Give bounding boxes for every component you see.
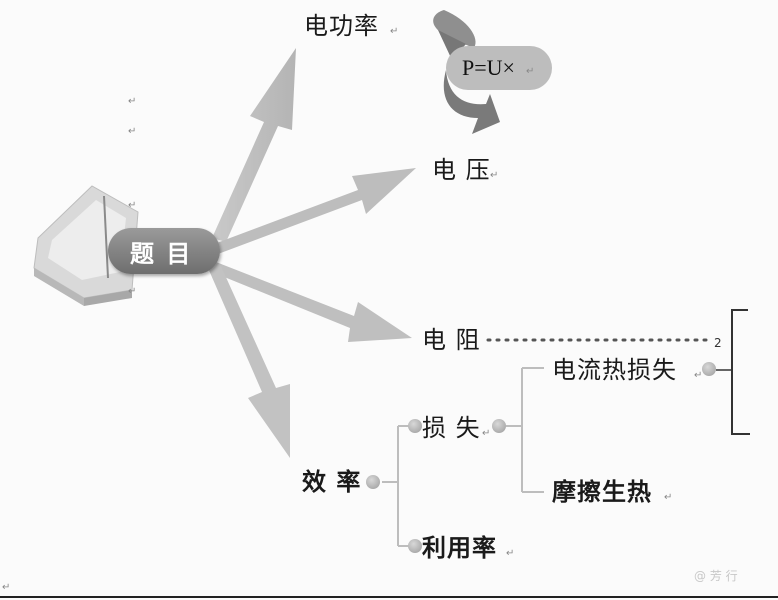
paragraph-mark: ↵ — [390, 26, 399, 37]
node-loss: 损 失 — [422, 414, 481, 442]
node-friction-heat: 摩擦生热 — [552, 478, 652, 506]
paragraph-mark: ↵ — [506, 548, 515, 559]
formula-label: P=U× — [462, 55, 515, 80]
node-utilization: 利用率 — [422, 534, 497, 562]
node-resistance: 电 阻 — [422, 326, 481, 354]
notebook-icon — [33, 185, 139, 306]
branch-arrow-resistance — [212, 262, 412, 342]
center-node-label: 题 目 — [130, 240, 193, 268]
bracket-shape — [731, 309, 750, 435]
connector-dot-loss-right — [492, 419, 506, 433]
curved-arrow-icon — [433, 10, 500, 134]
paragraph-mark: ↵ — [128, 200, 137, 211]
node-current-heat-loss: 电流热损失 — [552, 356, 677, 384]
node-voltage: 电 压 — [432, 156, 491, 184]
paragraph-mark: ↵ — [694, 370, 703, 381]
paragraph-mark: ↵ — [2, 582, 11, 593]
paragraph-mark: ↵ — [128, 286, 137, 297]
branch-arrow-voltage — [214, 168, 416, 254]
formula-pill — [446, 46, 552, 90]
branch-arrow-efficiency — [208, 264, 290, 458]
connector-dot-current-heat — [702, 362, 716, 376]
connector-dot-loss-left — [408, 419, 422, 433]
tree-connector-efficiency — [382, 425, 412, 547]
connector-dot-utilization — [408, 539, 422, 553]
center-node-pill — [108, 228, 220, 274]
tree-connector-loss — [506, 367, 544, 493]
watermark: @ 芳 行 — [694, 569, 738, 583]
paragraph-mark: ↵ — [526, 66, 535, 77]
node-power: 电功率 — [304, 12, 379, 40]
paragraph-mark: ↵ — [490, 170, 499, 181]
paragraph-mark: ↵ — [482, 428, 491, 439]
paragraph-mark: ↵ — [664, 492, 673, 503]
connector-dot-efficiency — [366, 475, 380, 489]
branch-arrow-power — [212, 48, 296, 242]
paragraph-mark: ↵ — [128, 126, 137, 137]
superscript-label: 2 — [714, 336, 722, 350]
paragraph-mark: ↵ — [128, 96, 137, 107]
node-efficiency: 效 率 — [302, 468, 362, 496]
